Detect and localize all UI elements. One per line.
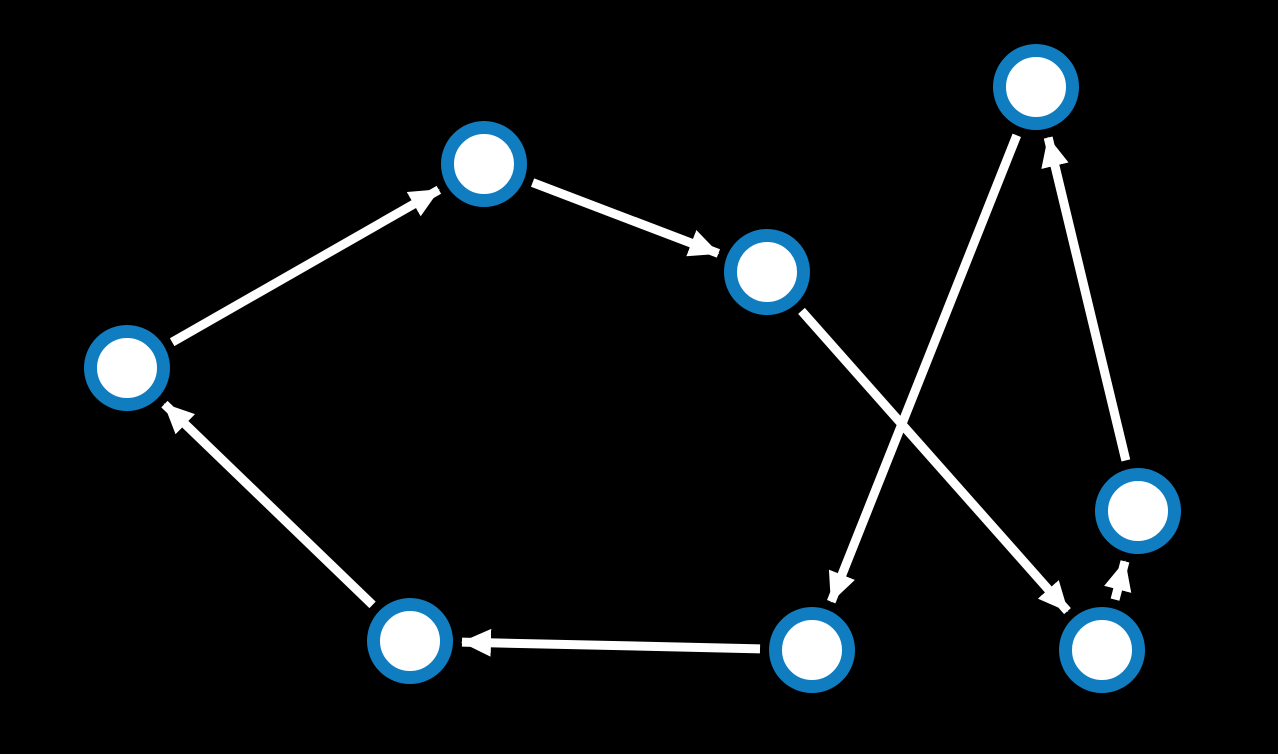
graph-edge-bottom-left-to-left [161,400,376,609]
edges-layer [161,133,1132,657]
graph-node-top-right[interactable] [993,44,1079,130]
graph-node-bottom-middle[interactable] [769,607,855,693]
graph-edge-top-right-to-bottom-middle [827,133,1021,604]
graph-node-middle[interactable] [724,229,810,315]
graph-edge-middle-to-bottom-right [798,307,1071,615]
graph-edge-bottom-right-to-right [1104,560,1132,601]
graph-edge-upper-middle-to-middle [530,178,721,258]
graph-node-bottom-right[interactable] [1059,607,1145,693]
graph-node-right[interactable] [1095,468,1181,554]
graph-edge-bottom-middle-to-bottom-left [460,628,761,657]
graph-node-upper-middle[interactable] [441,121,527,207]
graph-edge-left-to-upper-middle [169,185,442,347]
graph-edge-right-to-top-right [1041,136,1131,462]
graph-node-left[interactable] [84,325,170,411]
nodes-layer [84,44,1181,693]
graph-node-bottom-left[interactable] [367,598,453,684]
